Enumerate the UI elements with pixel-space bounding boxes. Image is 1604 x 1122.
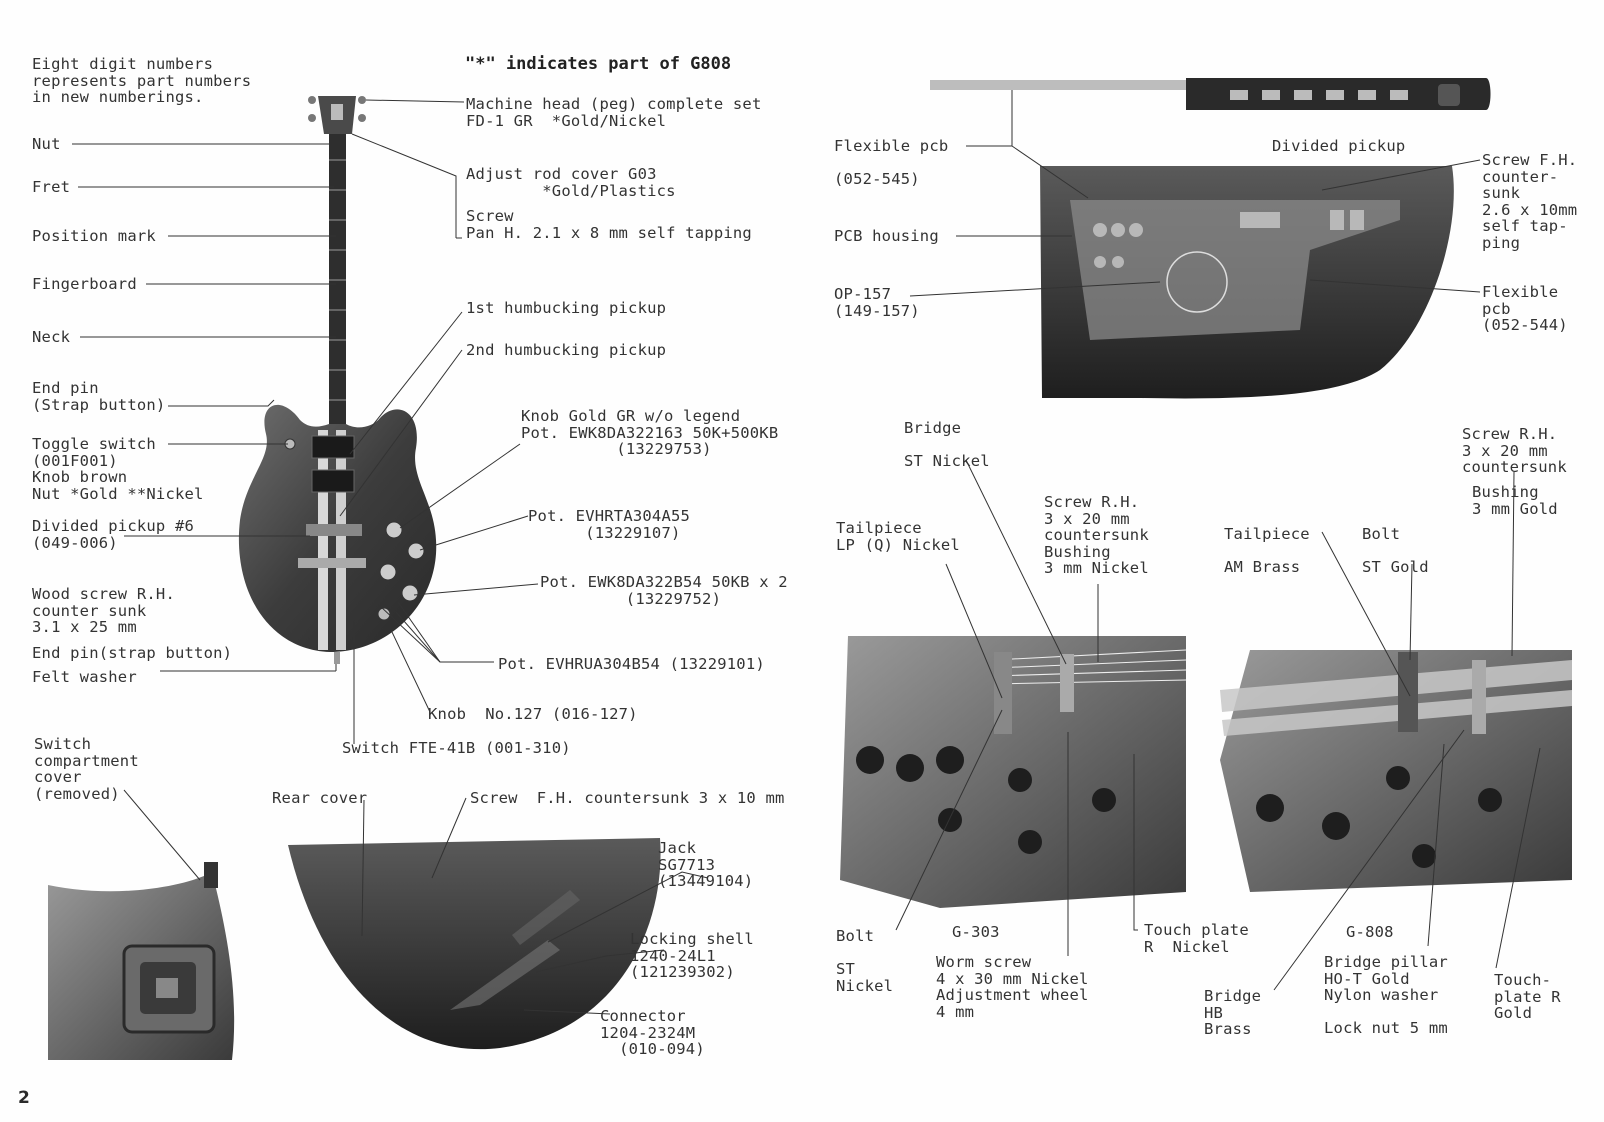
- label-pot-ewk8da: Pot. EWK8DA322B54 50KB x 2 (13229752): [540, 573, 788, 608]
- label-nut: Nut: [32, 135, 61, 153]
- label-g303: G-303: [952, 923, 1000, 941]
- label-flexible-pcb-545: Flexible pcb (052-545): [834, 137, 949, 188]
- label-2nd-humbucking: 2nd humbucking pickup: [466, 341, 667, 359]
- divided-pickup-photo: [930, 78, 1491, 110]
- label-knob-gold-pot: Knob Gold GR w/o legend Pot. EWK8DA32216…: [521, 407, 779, 458]
- label-toggle-switch: Toggle switch (001F001) Knob brown Nut *…: [32, 435, 204, 503]
- label-g808: G-808: [1346, 923, 1394, 941]
- label-switch-fte: Switch FTE-41B (001-310): [342, 739, 571, 757]
- label-tailpiece-lp: Tailpiece LP (Q) Nickel: [836, 519, 960, 554]
- label-connector: Connector 1204-2324M (010-094): [600, 1007, 705, 1058]
- label-neck: Neck: [32, 328, 71, 346]
- label-worm-screw: Worm screw 4 x 30 mm Nickel Adjustment w…: [936, 953, 1089, 1021]
- label-touch-plate-gold: Touch- plate R Gold: [1494, 971, 1561, 1022]
- label-tailpiece-am: Tailpiece AM Brass: [1224, 525, 1310, 576]
- label-flexible-pcb-544: Flexible pcb (052-544): [1482, 283, 1568, 334]
- label-1st-humbucking: 1st humbucking pickup: [466, 299, 667, 317]
- label-screw-pan: Screw Pan H. 2.1 x 8 mm self tapping: [466, 207, 752, 242]
- label-fingerboard: Fingerboard: [32, 275, 137, 293]
- label-machine-head: Machine head (peg) complete set FD-1 GR …: [466, 95, 762, 130]
- label-screw-rh-right: Screw R.H. 3 x 20 mm countersunk: [1462, 425, 1567, 476]
- label-divided-pickup: Divided pickup: [1272, 137, 1406, 155]
- label-divided-pickup-6: Divided pickup #6 (049-006): [32, 517, 195, 552]
- page-number: 2: [18, 1088, 30, 1108]
- label-bridge-st: Bridge ST Nickel: [904, 419, 990, 470]
- label-knob-127: Knob No.127 (016-127): [428, 705, 638, 723]
- label-bushing-gold: Bushing 3 mm Gold: [1472, 483, 1558, 518]
- g303-photo: [840, 636, 1187, 908]
- guitar-photo: [238, 96, 437, 664]
- switch-compartment-photo: [48, 862, 235, 1060]
- label-position-mark: Position mark: [32, 227, 156, 245]
- g808-photo: [1220, 650, 1572, 892]
- label-screw-fh-right: Screw F.H. counter- sunk 2.6 x 10mm self…: [1482, 151, 1578, 252]
- label-bridge-pillar: Bridge pillar HO-T Gold Nylon washer Loc…: [1324, 953, 1448, 1037]
- label-wood-screw: Wood screw R.H. counter sunk 3.1 x 25 mm: [32, 585, 175, 636]
- page-heading: "*" indicates part of G808: [465, 54, 732, 74]
- label-end-pin-bottom: End pin(strap button): [32, 644, 233, 662]
- label-screw-rh-mid: Screw R.H. 3 x 20 mm countersunk Bushing…: [1044, 493, 1149, 577]
- label-end-pin-top: End pin (Strap button): [32, 379, 166, 414]
- label-locking-shell: Locking shell 1240-24L1 (121239302): [630, 930, 754, 981]
- label-switch-compartment: Switch compartment cover (removed): [34, 735, 139, 803]
- label-adjust-rod-cover: Adjust rod cover G03 *Gold/Plastics: [466, 165, 676, 200]
- rear-cover-photo: [288, 838, 661, 1050]
- label-pot-evhrua: Pot. EVHRUA304B54 (13229101): [498, 655, 765, 673]
- intro-note: Eight digit numbers represents part numb…: [32, 55, 252, 106]
- label-felt-washer: Felt washer: [32, 668, 137, 686]
- label-pcb-housing: PCB housing: [834, 227, 939, 245]
- label-bolt-st-nickel: Bolt ST Nickel: [836, 927, 894, 995]
- label-screw-fh: Screw F.H. countersunk 3 x 10 mm: [470, 789, 785, 807]
- label-rear-cover: Rear cover: [272, 789, 368, 807]
- label-bridge-hb: Bridge HB Brass: [1204, 987, 1262, 1038]
- pcb-housing-photo: [1040, 166, 1454, 399]
- label-op157: OP-157 (149-157): [834, 285, 920, 320]
- label-touch-plate-r: Touch plate R Nickel: [1144, 921, 1249, 956]
- label-pot-evhrta: Pot. EVHRTA304A55 (13229107): [528, 507, 691, 542]
- label-bolt-st-gold: Bolt ST Gold: [1362, 525, 1429, 576]
- label-fret: Fret: [32, 178, 71, 196]
- label-jack: Jack SG7713 (13449104): [658, 839, 754, 890]
